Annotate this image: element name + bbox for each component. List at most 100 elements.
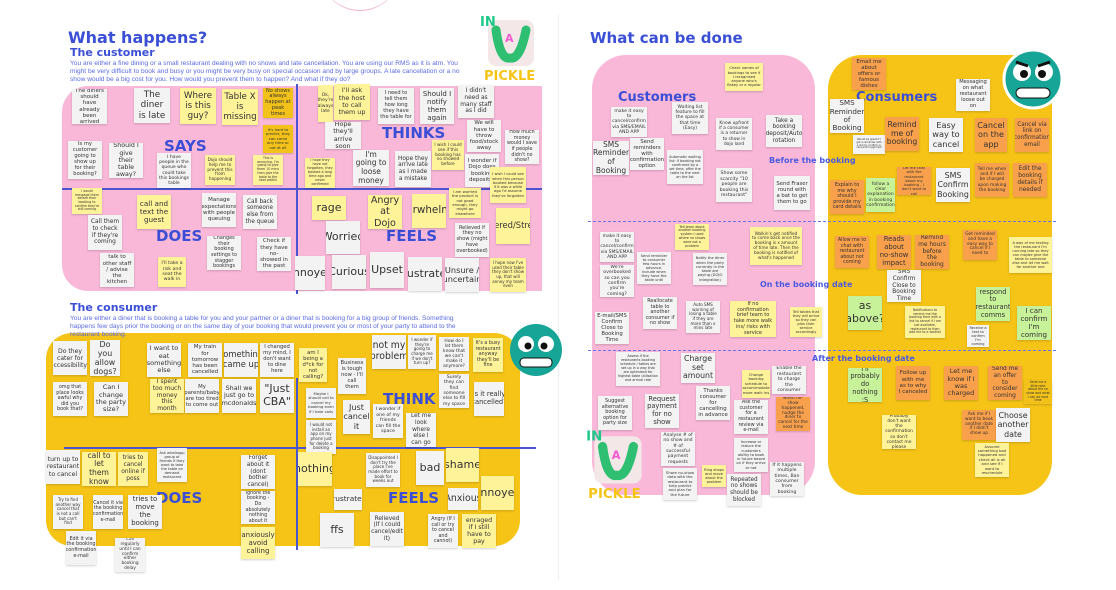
sticky-note[interactable]: It's hard to predict, they can come any … [263, 125, 293, 153]
sticky-note[interactable]: I hope they have not forgotten, they boo… [305, 158, 335, 188]
sticky-note[interactable]: Let me look where else I can go [406, 413, 436, 447]
sticky-note[interactable]: Check if they have no-showed in the past [257, 237, 291, 271]
sticky-note[interactable]: Let me chat with the restaurant about my… [897, 167, 931, 195]
sticky-note[interactable]: My parents/baby are too tired to come ou… [185, 379, 219, 413]
sticky-note[interactable]: Enable the restaurant to charge the cons… [772, 366, 806, 394]
sticky-note[interactable]: We will have to throw food/stock away [467, 120, 501, 152]
sticky-note[interactable]: Choose another date [996, 408, 1030, 442]
sticky-note[interactable]: shame [446, 448, 479, 482]
sticky-note[interactable]: "Just CBA" [260, 379, 294, 413]
sticky-note[interactable]: Manage expectations with people queuing [202, 193, 236, 227]
sticky-note[interactable]: Analyse # of no show and # of successful… [661, 432, 695, 466]
sticky-note[interactable]: I would not install an app on my phone j… [306, 420, 336, 454]
sticky-note[interactable]: rage [312, 196, 346, 220]
sticky-note[interactable]: follow a clear explanation in booking co… [866, 178, 895, 212]
sticky-note[interactable]: Remind me of booking [885, 117, 919, 151]
sticky-note[interactable]: Can I change the party size? [94, 382, 128, 416]
sticky-note[interactable]: Check names of bookings to see if I reco… [725, 63, 763, 91]
sticky-note[interactable]: Send reminder to consumer few hours in a… [637, 252, 671, 284]
sticky-note[interactable]: Ask whatsapp group of friends if they wa… [157, 448, 187, 482]
sticky-note[interactable]: am I being a d*ck for not calling? [299, 348, 327, 382]
sticky-note[interactable]: It's a busy restaurant anyway they'll be… [473, 338, 503, 372]
sticky-note[interactable]: Relieved if they no show (might have ove… [455, 223, 489, 257]
sticky-note[interactable]: Tell tables that they will arrive so the… [790, 307, 822, 337]
sticky-note[interactable]: Cancel via link on confirmation email [1015, 118, 1049, 152]
sticky-note[interactable]: I have people in the queue who could tak… [157, 153, 191, 188]
sticky-note[interactable]: Notifications to remind me the booking t… [905, 306, 945, 338]
sticky-note[interactable]: SMS Confirm Close to Booking Time [887, 270, 921, 302]
sticky-note[interactable]: Send me an offer to consider coming [988, 366, 1022, 400]
sticky-note[interactable]: Is my customer going to show up for thei… [68, 141, 102, 179]
sticky-note[interactable]: No shows always happen at peak times [263, 88, 293, 118]
sticky-note[interactable]: Business is tough now - I'll call them [338, 358, 366, 394]
sticky-note[interactable]: I changed my mind, I don't want to dine … [260, 343, 294, 377]
sticky-note[interactable]: Repeated no shows should be blocked [727, 474, 761, 506]
sticky-note[interactable]: Assess if the restaurants booking schedu… [616, 352, 660, 386]
sticky-note[interactable]: Follow up with me as to why I canceled [896, 366, 930, 400]
sticky-note[interactable]: Worried [326, 221, 360, 254]
sticky-note[interactable]: The diner is late [134, 88, 170, 123]
sticky-note[interactable]: annoyed [295, 256, 325, 290]
sticky-note[interactable]: Changes their booking settings to stagge… [207, 236, 241, 270]
sticky-note[interactable]: something came up [224, 343, 258, 377]
sticky-note[interactable]: Call regularly until I can confirm eithe… [115, 538, 145, 572]
sticky-note[interactable]: Ok, they're always late [318, 85, 333, 122]
sticky-note[interactable]: Cancel it via the booking confirmation e… [93, 495, 123, 529]
sticky-note[interactable]: I hope now I've used their table they do… [490, 258, 526, 292]
sticky-note[interactable]: Email me about offers or famous dishes [852, 58, 886, 90]
sticky-note[interactable]: Table X is missing [222, 89, 258, 125]
sticky-note[interactable]: Walkin's get notified to come back once … [750, 227, 802, 265]
sticky-note[interactable]: Charge set amount [681, 353, 715, 383]
sticky-note[interactable]: Let me know if I was charged [944, 366, 978, 400]
sticky-note[interactable]: Probably don't want the confirmation so … [882, 415, 916, 449]
sticky-note[interactable]: call and text the guest [137, 195, 171, 229]
sticky-note[interactable]: Remind me hours before the booking [915, 235, 949, 269]
sticky-note[interactable]: Tell me when and if I will be charged up… [975, 163, 1009, 197]
sticky-note[interactable]: I didn't need as many staff as I did [458, 85, 494, 118]
sticky-note[interactable]: enraged if I still have to pay [462, 514, 496, 548]
sticky-note[interactable]: Just cancel it [343, 400, 370, 434]
sticky-note[interactable]: Edit it via the booking confirmation e-m… [66, 531, 96, 565]
sticky-note[interactable]: Explain to me why should I provide my ca… [830, 180, 864, 214]
sticky-note[interactable]: make it easy to cancel/confirm via SMS/E… [611, 107, 647, 137]
sticky-note[interactable]: Messaging on what restaurant loose out o… [956, 79, 990, 111]
sticky-note[interactable]: call to let them know [82, 452, 116, 486]
sticky-note[interactable]: I would message them before their bookin… [72, 188, 102, 214]
sticky-note[interactable]: Increase or reduce the customers ability… [734, 438, 768, 472]
sticky-note[interactable]: How much money would I save if people di… [505, 130, 539, 164]
sticky-note[interactable]: Notify the diner when the party currentl… [693, 253, 727, 285]
sticky-note[interactable]: Assume something bad happened and check … [975, 443, 1009, 477]
sticky-note[interactable]: Show some scarcity "10 people are bookin… [716, 168, 752, 202]
sticky-note[interactable]: Ring shops and move about the problem [702, 465, 726, 487]
sticky-note[interactable]: Suggest alternative booking option for p… [598, 396, 632, 430]
sticky-note[interactable]: when no-show happened, nudge the diner t… [776, 397, 810, 431]
sticky-note[interactable]: Flustered/Stressed [496, 208, 530, 244]
sticky-note[interactable]: SMS Confirm Booking [936, 168, 970, 202]
sticky-note[interactable]: I'm going to loose money [353, 150, 389, 186]
sticky-note[interactable]: How do I let them know that we can't mak… [439, 337, 469, 371]
sticky-note[interactable]: If no confirmation brief team to take mo… [730, 301, 776, 337]
sticky-note[interactable]: We're overbooked so can you confirm you'… [600, 265, 634, 297]
sticky-note[interactable]: Angry at Dojo [368, 195, 402, 229]
sticky-note[interactable]: Maybe I should call to cancel my booking… [306, 388, 336, 418]
sticky-note[interactable]: Reallocate table to another consumer if … [643, 297, 677, 329]
sticky-note[interactable]: I am worried the product is not good eno… [449, 188, 481, 218]
sticky-note[interactable]: Relieved (If I could cancel/edit it) [370, 512, 404, 546]
sticky-note[interactable]: I can confirm I'm coming [1017, 306, 1051, 340]
sticky-note[interactable]: frustrated [334, 489, 362, 510]
sticky-note[interactable]: I need to tell them how long they have t… [378, 88, 414, 124]
sticky-note[interactable]: nothing [298, 452, 332, 486]
sticky-note[interactable]: Hope they arrive late as I made a mistak… [395, 151, 431, 187]
sticky-note[interactable]: Automatic waiting list: if booking not c… [667, 150, 703, 184]
sticky-note[interactable]: Thanks consumer for cancelling in advanc… [696, 386, 730, 420]
sticky-note[interactable]: not my problem [372, 335, 406, 369]
sticky-note[interactable]: Do you allow dogs? [90, 340, 120, 376]
sticky-note[interactable]: E-mail/SMS Confirm Close to Booking Time [595, 312, 629, 344]
sticky-note[interactable]: I wonder if one of my friends can fill t… [373, 404, 403, 438]
sticky-note[interactable]: Know upfront if a consumer is a returner… [716, 118, 752, 150]
sticky-note[interactable]: Receive a text to confirm I'm coming [967, 325, 989, 347]
sticky-note[interactable]: Frustrated [408, 257, 442, 291]
sticky-note[interactable]: Reads about no-show impact [877, 235, 911, 269]
sticky-note[interactable]: annoyed [481, 476, 514, 510]
sticky-note[interactable]: Cancel on the app [975, 118, 1007, 152]
